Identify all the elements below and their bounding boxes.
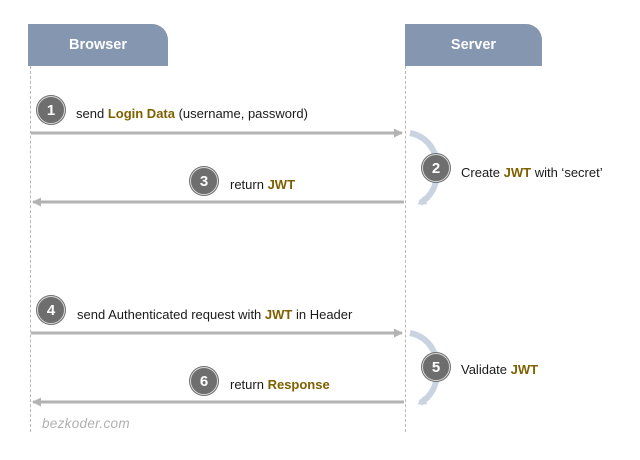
step-1-keyword: Login Data <box>107 106 175 121</box>
browser-lifeline <box>30 66 31 432</box>
step-2-label: Create JWT with ‘secret’ <box>461 165 603 180</box>
server-lifeline <box>405 66 406 432</box>
step-1-badge: 1 <box>37 96 65 124</box>
step-6-badge: 6 <box>190 367 218 395</box>
step-4-badge: 4 <box>37 296 65 324</box>
step-3-keyword: JWT <box>267 177 296 192</box>
step-4-keyword: JWT <box>264 307 293 322</box>
step-2-keyword: JWT <box>503 165 532 180</box>
step-6-keyword: Response <box>267 377 330 392</box>
step-6-label: return Response <box>230 377 330 392</box>
watermark: bezkoder.com <box>42 416 130 431</box>
step-3-badge: 3 <box>190 167 218 195</box>
browser-title: Browser <box>68 37 128 53</box>
server-title: Server <box>450 37 497 53</box>
step-5-keyword: JWT <box>510 362 539 377</box>
browser-header: Browser <box>28 24 168 66</box>
step-2-badge: 2 <box>422 154 450 182</box>
server-header: Server <box>405 24 542 66</box>
step-5-label: Validate JWT <box>461 362 539 377</box>
step-4-label: send Authenticated request with JWT in H… <box>77 307 353 322</box>
step-3-label: return JWT <box>230 177 296 192</box>
step-1-label: send Login Data (username, password) <box>76 106 308 121</box>
step-5-badge: 5 <box>422 353 450 381</box>
